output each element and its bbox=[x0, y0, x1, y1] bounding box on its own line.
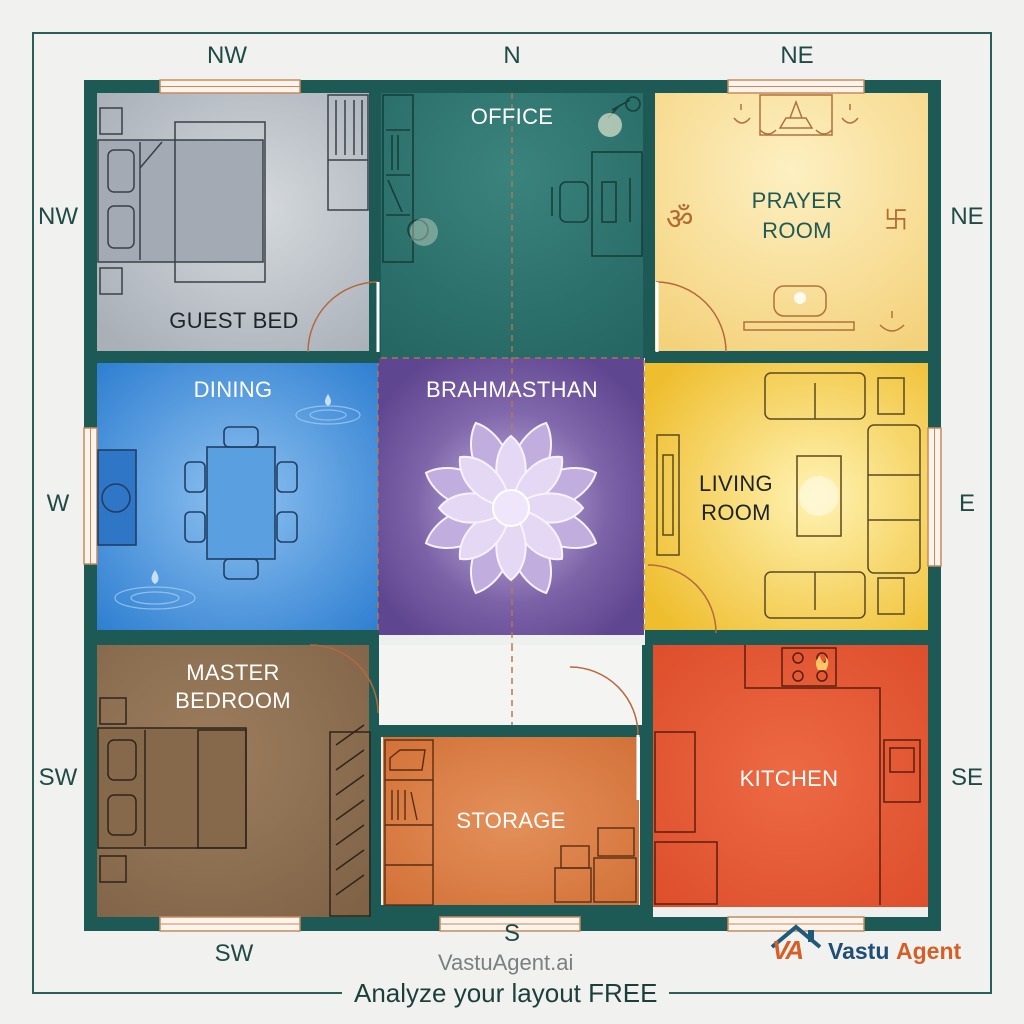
living-room-label-line2: ROOM bbox=[701, 500, 771, 525]
compass-top-ne: NE bbox=[780, 42, 814, 69]
analyze-cta[interactable]: Analyze your layout FREE bbox=[342, 978, 670, 1009]
vastuagent-logo: VA Vastu Agent bbox=[768, 921, 973, 973]
prayer-room bbox=[655, 93, 928, 351]
prayer-furniture bbox=[733, 94, 905, 332]
kitchen-label: KITCHEN bbox=[739, 766, 839, 791]
dining-furniture bbox=[97, 426, 298, 580]
watermark-text: VastuAgent.ai bbox=[438, 950, 574, 975]
logo-brand-second: Agent bbox=[896, 938, 962, 964]
windows bbox=[83, 79, 942, 932]
dining-label: DINING bbox=[193, 377, 273, 402]
lotus-icon bbox=[416, 413, 606, 603]
logo-brand-first: Vastu bbox=[828, 938, 890, 964]
storage-room bbox=[383, 737, 639, 905]
storage-furniture bbox=[384, 739, 637, 906]
compass-top-n: N bbox=[503, 42, 521, 69]
living-room-label-line1: LIVING bbox=[699, 471, 773, 496]
prayer-room-label-line1: PRAYER bbox=[751, 188, 843, 213]
water-ripples bbox=[114, 405, 361, 610]
compass-bottom-sw: SW bbox=[214, 940, 254, 967]
compass-left-nw: NW bbox=[38, 203, 78, 230]
doors bbox=[307, 281, 727, 800]
kitchen-furniture bbox=[654, 645, 921, 905]
logo-monogram: VA bbox=[772, 935, 804, 965]
master-bedroom-label-line2: BEDROOM bbox=[175, 688, 291, 713]
compass-right-se: SE bbox=[950, 764, 983, 791]
master-bedroom-furniture bbox=[97, 697, 371, 917]
prayer-room-label-line2: ROOM bbox=[762, 218, 832, 243]
swastika-icon: 卐 bbox=[884, 207, 908, 234]
office-label: OFFICE bbox=[470, 104, 554, 129]
om-icon: ॐ bbox=[666, 203, 694, 236]
compass-left-w: W bbox=[46, 490, 70, 517]
storage-label: STORAGE bbox=[456, 808, 566, 833]
compass-top-nw: NW bbox=[207, 42, 247, 69]
house-logo-icon bbox=[770, 924, 822, 949]
compass-bottom-s: S bbox=[503, 920, 520, 947]
compass-left-sw: SW bbox=[38, 764, 78, 791]
guest-bed-label: GUEST BED bbox=[169, 308, 299, 333]
office-furniture bbox=[382, 94, 643, 263]
brahmasthan-label: BRAHMASTHAN bbox=[426, 377, 598, 402]
compass-right-e: E bbox=[958, 490, 975, 517]
living-furniture bbox=[656, 372, 921, 619]
master-bedroom-label-line1: MASTER bbox=[186, 660, 280, 685]
compass-right-ne: NE bbox=[950, 203, 984, 230]
living-room bbox=[645, 363, 928, 630]
guest-bed-furniture bbox=[97, 94, 369, 295]
